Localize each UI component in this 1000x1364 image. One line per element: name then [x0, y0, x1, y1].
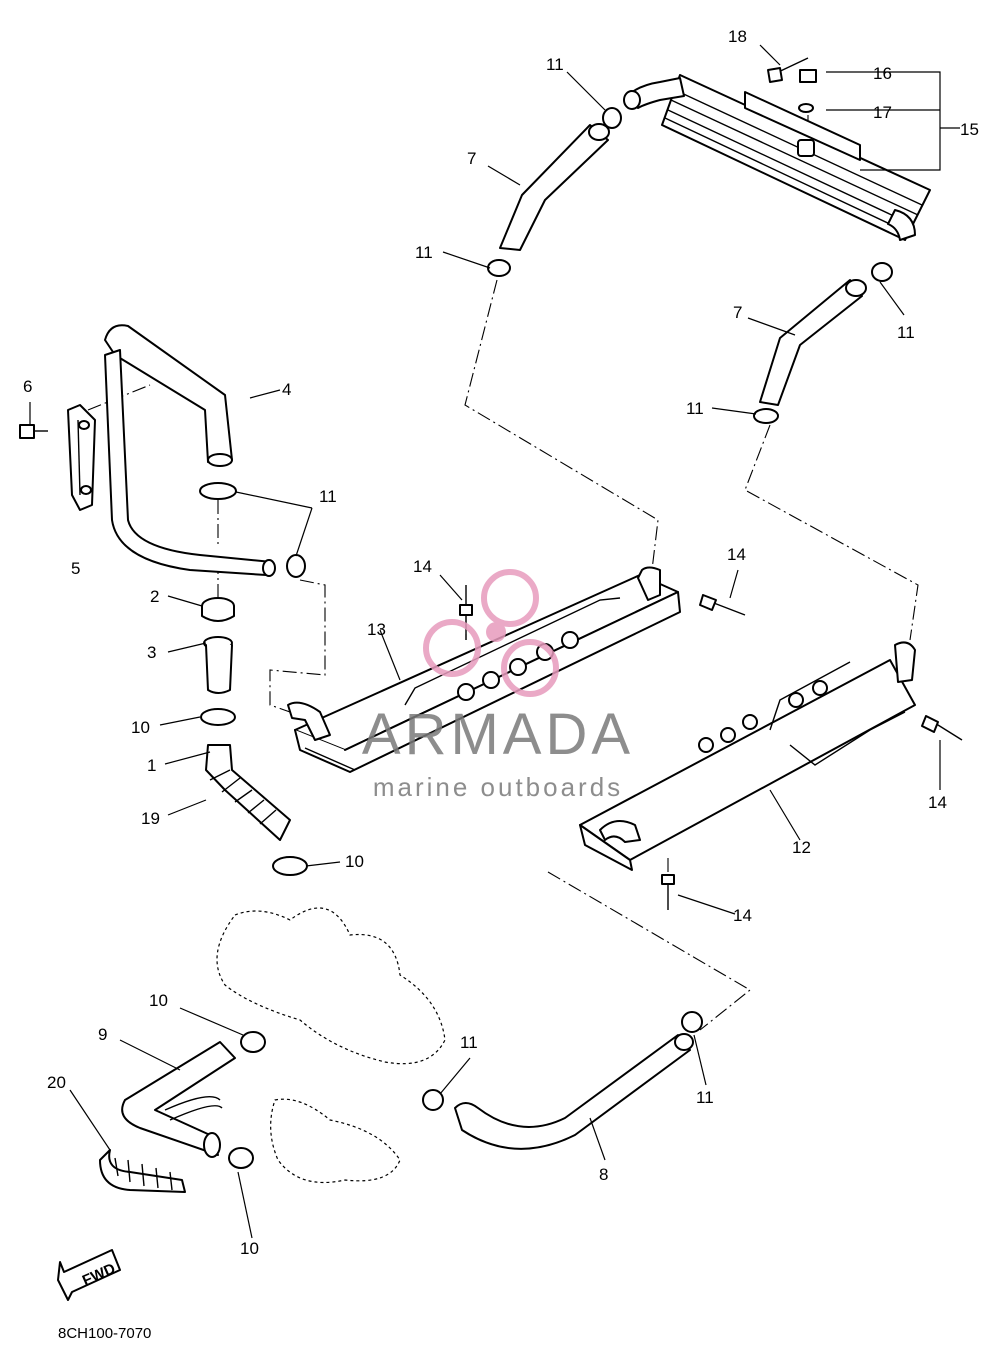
callout-6: 6 [23, 377, 32, 396]
callout-19: 19 [141, 809, 160, 828]
callout-13: 13 [367, 620, 386, 639]
hose-8 [454, 1033, 694, 1150]
filler-neck-3 [203, 636, 233, 694]
callout-10d: 10 [240, 1239, 259, 1258]
fasteners [459, 57, 963, 910]
fwd-arrow-icon: FWD [57, 1249, 121, 1301]
hose-4 [104, 324, 276, 577]
diagram-code: 8CH100-7070 [58, 1325, 151, 1342]
callout-14d: 14 [733, 906, 752, 925]
callout-7a: 7 [467, 149, 476, 168]
callout-3: 3 [147, 643, 156, 662]
callout-11e: 11 [319, 487, 337, 506]
callout-11b: 11 [415, 243, 433, 262]
callout-14a: 14 [413, 557, 432, 576]
callout-14c: 14 [928, 793, 947, 812]
callout-11d: 11 [686, 399, 704, 418]
bracket-5 [67, 404, 96, 511]
callout-11f: 11 [460, 1033, 478, 1052]
callout-labels: 1 2 3 4 5 6 7 7 8 9 10 10 10 10 11 11 11… [23, 27, 979, 1258]
callout-14b: 14 [727, 545, 746, 564]
rail-12 [579, 641, 916, 871]
callout-16: 16 [873, 64, 892, 83]
callout-15: 15 [960, 120, 979, 139]
clamps [199, 107, 893, 1169]
callout-7b: 7 [733, 303, 742, 322]
leader-lines [29, 44, 960, 1239]
watermark-tagline: marine outboards [373, 772, 623, 802]
hose-7-right [759, 279, 867, 406]
callout-1: 1 [147, 756, 156, 775]
callout-9: 9 [98, 1025, 107, 1044]
callout-2: 2 [150, 587, 159, 606]
cap-2 [201, 597, 235, 622]
engine-ghost [216, 907, 446, 1184]
propeller-logo-icon [423, 569, 559, 697]
bolt-6 [19, 424, 48, 439]
watermark-brand: ARMADA [362, 702, 634, 767]
callout-11c: 11 [897, 323, 915, 342]
hose-7-left [499, 123, 610, 251]
hose-1-19 [205, 744, 291, 841]
callout-18: 18 [728, 27, 747, 46]
callout-10b: 10 [345, 852, 364, 871]
callout-20: 20 [47, 1073, 66, 1092]
callout-17: 17 [873, 103, 892, 122]
callout-11a: 11 [546, 55, 564, 74]
callout-8: 8 [599, 1165, 608, 1184]
hose-9-20 [99, 1041, 236, 1193]
rail-13 [287, 566, 681, 773]
watermark: ARMADA marine outboards [362, 569, 634, 802]
callout-10a: 10 [131, 718, 150, 737]
callout-12: 12 [792, 838, 811, 857]
callout-10c: 10 [149, 991, 168, 1010]
callout-11g: 11 [696, 1088, 714, 1107]
callout-4: 4 [282, 380, 291, 399]
cooler-assembly [623, 74, 931, 241]
callout-5: 5 [71, 559, 80, 578]
